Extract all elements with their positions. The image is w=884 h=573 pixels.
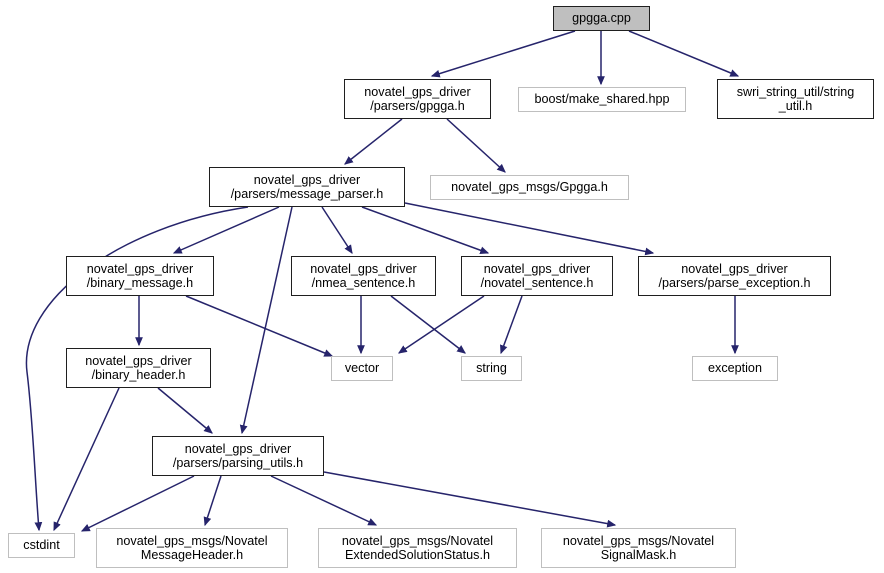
node-make_shared[interactable]: boost/make_shared.hpp	[518, 87, 686, 112]
node-label-msgs_gpgga: novatel_gps_msgs/Gpgga.h	[451, 180, 608, 195]
node-label-message_parser: novatel_gps_driver /parsers/message_pars…	[230, 172, 384, 202]
edge-gpgga_h-to-message_parser	[344, 118, 403, 165]
node-label-binary_header: novatel_gps_driver /binary_header.h	[85, 353, 192, 383]
edge-gpgga_cpp-to-gpgga_h	[430, 30, 576, 78]
edge-binary_header-to-parsing_utils	[157, 387, 213, 434]
edge-message_parser-to-parse_except	[404, 202, 655, 256]
node-string[interactable]: string	[461, 356, 522, 381]
node-novatel_sent[interactable]: novatel_gps_driver /novatel_sentence.h	[461, 256, 613, 296]
node-label-gpgga_cpp: gpgga.cpp	[572, 11, 631, 26]
edge-nmea_sentence-to-string	[390, 295, 466, 354]
node-label-vector: vector	[344, 361, 380, 376]
edge-message_parser-to-binary_message	[172, 206, 280, 254]
edge-binary_header-to-cstdint	[53, 387, 120, 532]
node-msg_header[interactable]: novatel_gps_msgs/Novatel MessageHeader.h	[96, 528, 288, 568]
edge-parsing_utils-to-msg_header	[203, 475, 222, 527]
edge-message_parser-to-novatel_sent	[361, 206, 490, 254]
edge-gpgga_h-to-msgs_gpgga	[446, 118, 506, 173]
edge-parsing_utils-to-ext_sol_status	[270, 475, 378, 526]
node-parse_except[interactable]: novatel_gps_driver /parsers/parse_except…	[638, 256, 831, 296]
edges-group	[25, 30, 740, 532]
node-ext_sol_status[interactable]: novatel_gps_msgs/Novatel ExtendedSolutio…	[318, 528, 517, 568]
edge-message_parser-to-parsing_utils	[239, 206, 293, 435]
node-exception[interactable]: exception	[692, 356, 778, 381]
edge-novatel_sent-to-vector	[398, 295, 485, 354]
node-cstdint[interactable]: cstdint	[8, 533, 75, 558]
node-label-nmea_sentence: novatel_gps_driver /nmea_sentence.h	[310, 261, 417, 291]
node-label-signal_mask: novatel_gps_msgs/Novatel SignalMask.h	[562, 533, 715, 563]
edge-parsing_utils-to-signal_mask	[323, 471, 617, 528]
node-label-make_shared: boost/make_shared.hpp	[534, 92, 670, 107]
node-vector[interactable]: vector	[331, 356, 393, 381]
node-binary_message[interactable]: novatel_gps_driver /binary_message.h	[66, 256, 214, 296]
edge-parsing_utils-to-cstdint	[80, 475, 195, 532]
node-gpgga_cpp[interactable]: gpgga.cpp	[553, 6, 650, 31]
edge-message_parser-to-cstdint	[25, 206, 249, 532]
node-label-ext_sol_status: novatel_gps_msgs/Novatel ExtendedSolutio…	[341, 533, 494, 563]
edge-binary_message-to-vector	[185, 295, 334, 357]
node-label-gpgga_h: novatel_gps_driver /parsers/gpgga.h	[364, 84, 471, 114]
node-label-cstdint: cstdint	[23, 538, 60, 553]
node-binary_header[interactable]: novatel_gps_driver /binary_header.h	[66, 348, 211, 388]
node-label-swri_string: swri_string_util/string _util.h	[736, 84, 855, 114]
node-msgs_gpgga[interactable]: novatel_gps_msgs/Gpgga.h	[430, 175, 629, 200]
edge-novatel_sent-to-string	[500, 295, 523, 355]
node-label-parse_except: novatel_gps_driver /parsers/parse_except…	[658, 261, 811, 291]
node-label-string: string	[476, 361, 507, 376]
node-parsing_utils[interactable]: novatel_gps_driver /parsers/parsing_util…	[152, 436, 324, 476]
node-gpgga_h[interactable]: novatel_gps_driver /parsers/gpgga.h	[344, 79, 491, 119]
node-message_parser[interactable]: novatel_gps_driver /parsers/message_pars…	[209, 167, 405, 207]
node-label-parsing_utils: novatel_gps_driver /parsers/parsing_util…	[172, 441, 304, 471]
node-label-msg_header: novatel_gps_msgs/Novatel MessageHeader.h	[116, 533, 268, 563]
edge-message_parser-to-nmea_sentence	[321, 206, 353, 255]
node-label-novatel_sent: novatel_gps_driver /novatel_sentence.h	[480, 261, 594, 291]
node-label-exception: exception	[708, 361, 762, 376]
node-label-binary_message: novatel_gps_driver /binary_message.h	[86, 261, 194, 291]
node-swri_string[interactable]: swri_string_util/string _util.h	[717, 79, 874, 119]
node-signal_mask[interactable]: novatel_gps_msgs/Novatel SignalMask.h	[541, 528, 736, 568]
edge-gpgga_cpp-to-swri_string	[628, 30, 740, 77]
node-nmea_sentence[interactable]: novatel_gps_driver /nmea_sentence.h	[291, 256, 436, 296]
